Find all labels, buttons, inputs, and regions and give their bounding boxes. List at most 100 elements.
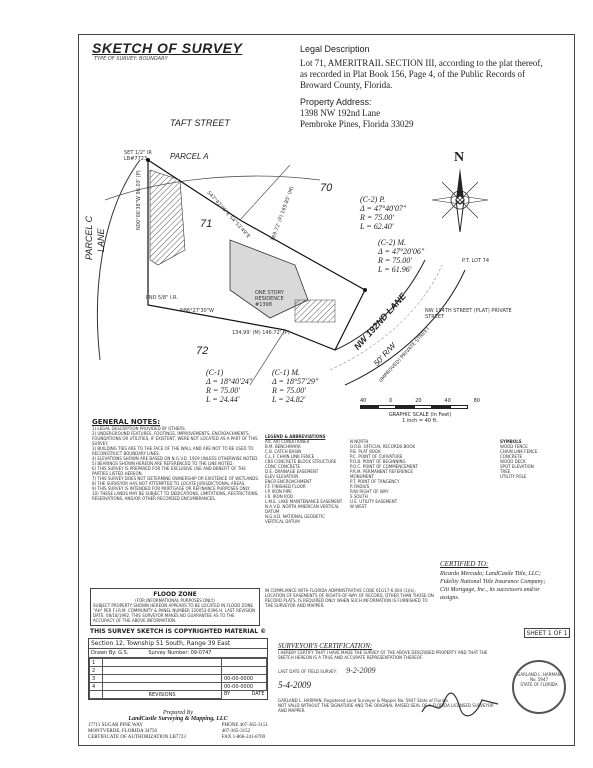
driveway [294,299,336,323]
abbrev-row: S SOUTH [350,494,368,499]
symbol-item: CHAIN LINK FENCE [500,449,538,454]
general-notes: GENERAL NOTES: 1) LEGAL DESCRIPTION PROV… [92,418,262,501]
abbrev-row: W WEST [350,504,367,509]
curve-c2-plat: (C-2) P. Δ = 47°40'07" R = 75.00' L = 62… [360,195,406,231]
curve-c1-length: L = 24.44' [206,395,240,404]
seal-number: No. 5947 [529,677,549,682]
prepared-label: Prepared By [162,710,194,716]
certified-line: assigns. [440,595,460,601]
parcel-c-boundary [96,159,141,361]
sheet-number: SHEET 1 OF 1 [524,628,570,638]
abbrev-row: N NORTH [350,439,369,444]
notice-text: IN COMPLIANCE WITH FLORIDA ADMINISTRATIV… [265,588,434,608]
parcel-c-label: PARCEL C [84,215,94,260]
prepared-by: Prepared By LandCastle Surveying & Mappi… [88,710,268,741]
abbrev-row: N.G.V.D. NATIONAL GEODETIC VERTICAL DATU… [265,514,325,524]
note-item: 9) THIS SURVEY IS INTENDED FOR MORTGAGE … [92,486,251,491]
lot-71-number: 71 [200,218,213,230]
certified-line: Fidelity National Title Insurance Compan… [440,579,546,585]
survey-map [96,158,466,386]
company-phone-2: 407-365-3152 [221,729,251,734]
flood-sub: (FOR INFORMATIONAL PURPOSES ONLY) [135,598,215,603]
abbrev-row: R/W RIGHT OF WAY [350,489,389,494]
company-phone-1: PHONE 407-365-3151 [221,723,268,728]
company-address-1: 17711 SUGAR PINE WAY [88,723,143,728]
scale-tick: 0 [389,398,393,404]
surveyor-name-row: GARLAND L. HARMAN, Registered Land Surve… [278,698,570,703]
sign-date: 5-4-2009 [278,680,311,690]
abbrev-row: CBS CONCRETE BLOCK STRUCTURE [265,459,337,464]
curve-c1-label: (C-1) [206,368,224,377]
abbrev-row: P.O.C. POINT OF COMMENCEMENT [350,464,418,469]
abbrev-row: C.B. CATCH BASIN [265,449,302,454]
note-item: 5) BEARINGS SHOWN HEREON ARE REFERENCED … [92,461,234,466]
graphic-scale: 40 0 20 40 80 GRAPHIC SCALE (In Feet) 1 … [360,398,480,424]
survey-number: Survey Number: 09-0747 [148,650,212,656]
found-rod-label: FND 5/8" I.R. [146,295,178,301]
curve-c1m-length: L = 24.82' [272,395,306,404]
taft-street-label: TAFT STREET [170,118,230,128]
legal-text: Lot 71, AMERITRAIL SECTION III, accordin… [300,58,543,90]
curve-c1: (C-1) Δ = 18°40'24" R = 75.00' L = 24.44… [206,368,252,404]
abbrev-row: U.E. UTILITY EASEMENT [350,499,398,504]
scale-tick: 40 [444,398,451,404]
curve-c2p-delta: Δ = 47°40'07" [360,204,407,213]
curve-c1m-label: (C-1) M. [272,368,300,377]
abbrev-row: R RADIUS [350,484,370,489]
surveyor-seal: GARLAND L. HARMAN No. 5947 STATE OF FLOR… [512,660,566,714]
address-line-1: 1398 NW 192nd Lane [300,108,381,118]
abbrev-row: ENCR ENCROACHMENT [265,479,312,484]
symbols-heading: SYMBOLS [500,439,522,444]
scale-sub: 1 inch = 40 ft. [402,418,438,424]
curve-c1m-delta: Δ = 18°57'29" [272,377,319,386]
abbrev-row: A/C AIR CONDITIONER [265,439,310,444]
curve-c1-measured: (C-1) M. Δ = 18°57'29" R = 75.00' L = 24… [272,368,318,404]
symbol-item: WOOD FENCE [500,444,528,449]
parcel-a-hatched [149,169,186,266]
note-item: 8) THE SURVEYOR HAS NOT ATTEMPTED TO LOC… [92,481,246,486]
sketch-subtitle: TYPE OF SURVEY: BOUNDARY [94,56,168,62]
copyright: THIS SURVEY SKETCH IS COPYRIGHTED MATERI… [90,628,267,635]
note-item: 4) ELEVATIONS SHOWN ARE BASED ON N.G.V.D… [92,456,259,461]
curve-c2m-label: (C-2) M. [378,238,406,247]
abbrev-row: D.E. DRAINAGE EASEMENT [265,469,319,474]
company-name: LandCastle Surveying & Mapping, LLC [128,716,228,722]
symbol-item: UTILITY POLE [500,474,527,479]
abbrev-row: L.M.E. LAKE MAINTENANCE EASEMENT [265,499,343,504]
lot-72-number: 72 [196,345,209,357]
section-line: Section 12, Township 51 South, Range 39 … [89,639,267,649]
abbrev-row: CONC CONCRETE [265,464,301,469]
abbrev-row: ELEV ELEVATION [265,474,299,479]
abbrev-row: C.L.F. CHAIN LINK FENCE [265,454,315,459]
fnd-iron-rod-marker [363,288,367,292]
sheet-frame [78,34,575,746]
seal-state: STATE OF FLORIDA [520,682,558,687]
note-item: 7) THIS SURVEY DOES NOT DETERMINE OWNERS… [92,476,260,481]
curve-c2m-length: L = 61.96' [378,265,412,274]
bearing-south: N86°27'30"W [180,308,214,314]
address-heading: Property Address: [300,97,372,107]
abbreviations-col-2: N NORTH O.R.B. OFFICIAL RECORDS BOOK P.B… [350,439,430,509]
dist-west: N00°06'38"W 96.03' (P) [136,170,142,230]
curve-c2m-delta: Δ = 47°20'06" [378,247,425,256]
abbrev-row: I.R. IRON ROD [265,494,294,499]
company-address-2: MONTVERDE, FLORIDA 34756 [88,729,158,734]
not-valid-text: NOT VALID WITHOUT THE SIGNATURE AND THE … [278,703,494,713]
abbrev-row: O.R.B. OFFICIAL RECORDS BOOK [350,444,416,449]
abbrev-row: P.O.B. POINT OF BEGINNING [350,459,406,464]
lot-line-north [239,164,291,221]
symbol-item: TREE [500,469,511,474]
scale-ticks: 40 0 20 40 80 [360,398,480,404]
company-fax: FAX 1-866-241-8769 [221,735,266,740]
note-item: 1) LEGAL DESCRIPTION PROVIDED BY OTHERS. [92,426,186,431]
lot-70-number: 70 [320,182,333,194]
abbrev-heading: LEGEND & ABBREVIATIONS [265,434,326,439]
scale-tick: 40 [360,398,367,404]
residence-label: ONE STORY RESIDENCE #1398 [255,290,284,308]
scale-bar [360,405,480,409]
curve-c2p-radius: R = 75.00' [360,213,394,222]
drawn-by: Drawn By: G.S. [91,650,129,656]
section-table: Section 12, Township 51 South, Range 39 … [88,638,268,700]
